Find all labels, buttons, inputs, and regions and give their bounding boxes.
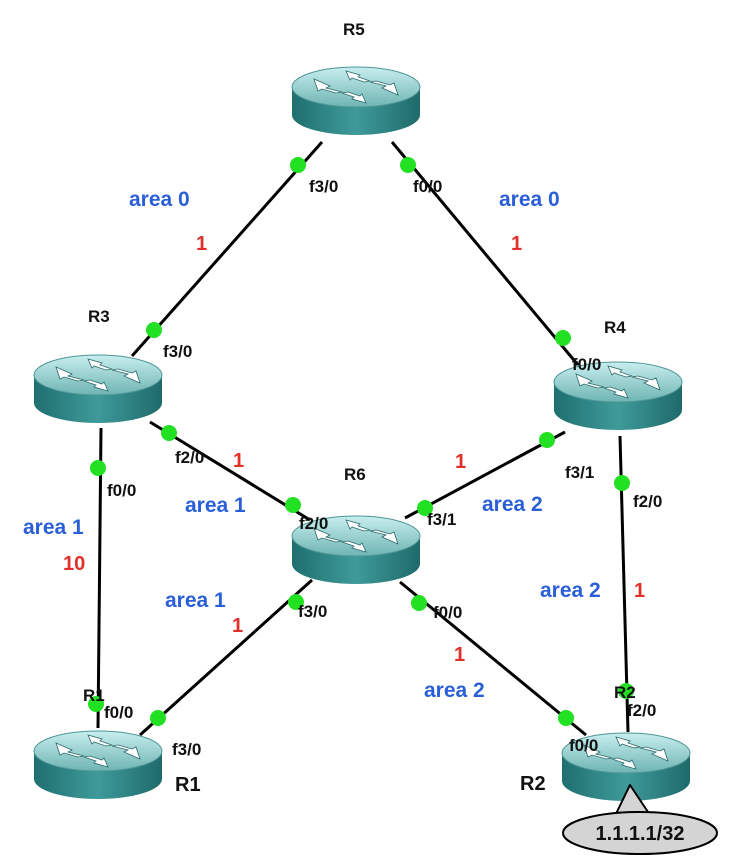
- iface-label-R2-f0-0: f0/0: [569, 736, 598, 755]
- endpoint-R4-f3-1: [539, 432, 555, 448]
- endpoint-R4-f0-0: [555, 330, 571, 346]
- cost-label-R5-R4: 1: [511, 233, 522, 255]
- endpoint-R2-f0-0: [558, 710, 574, 726]
- cost-label-R4-R2: 1: [634, 580, 645, 602]
- iface-label-R6-f0-0: f0/0: [433, 603, 462, 622]
- endpoint-R4-f2-0: [614, 475, 630, 491]
- endpoint-R5-f0-0: [400, 157, 416, 173]
- router-label-R2: R2: [520, 773, 546, 795]
- cost-label-R6-R1: 1: [232, 615, 243, 637]
- endpoint-R6-f3-0: [288, 594, 304, 610]
- endpoint-R5-f3-0: [290, 157, 306, 173]
- iface-label-R5-f3-0: f3/0: [309, 177, 338, 196]
- iface-label-R2-f2-0: f2/0: [627, 701, 656, 720]
- area-label-R3-R6: area 1: [185, 494, 246, 517]
- iface-label-R4-f3-1: f3/1: [565, 463, 594, 482]
- loopback-callout: 1.1.1.1/32: [562, 784, 718, 855]
- link-R5-R3: [130, 141, 324, 357]
- area-label-R6-R1: area 1: [165, 589, 226, 612]
- iface-label-R4-f0-0: f0/0: [572, 355, 601, 374]
- router-label-R3: R3: [88, 307, 110, 326]
- endpoint-R1-f0-0: [88, 696, 104, 712]
- router-label-R4: R4: [604, 318, 626, 337]
- area-label-R5-R3: area 0: [129, 188, 190, 211]
- iface-label-R1-f0-0: f0/0: [104, 703, 133, 722]
- area-label-R6-R2: area 2: [424, 679, 485, 702]
- router-label-R6: R6: [344, 465, 366, 484]
- link-R3-R1: [96, 427, 103, 729]
- area-label-R4-R6: area 2: [482, 493, 543, 516]
- cost-label-R3-R6: 1: [233, 450, 244, 472]
- loopback-label: 1.1.1.1/32: [596, 823, 685, 845]
- endpoint-R3-f3-0: [146, 322, 162, 338]
- router-R3[interactable]: [33, 354, 163, 424]
- router-label-R5: R5: [343, 20, 365, 39]
- iface-label-R3-f2-0: f2/0: [175, 448, 204, 467]
- iface-label-R3-f3-0: f3/0: [163, 342, 192, 361]
- endpoint-R3-f2-0: [161, 425, 177, 441]
- router-label-R1: R1: [175, 774, 201, 796]
- iface-label-R6-f3-0: f3/0: [298, 602, 327, 621]
- iface-label-R1-f3-0: f3/0: [172, 740, 201, 759]
- cost-label-R6-R2: 1: [454, 644, 465, 666]
- iface-label-R5-f0-0: f0/0: [413, 177, 442, 196]
- iface-label-R3-f0-0: f0/0: [107, 481, 136, 500]
- endpoint-R1-f3-0: [150, 710, 166, 726]
- endpoint-R6-f0-0: [411, 595, 427, 611]
- link-R3-R6: [149, 420, 311, 522]
- router-small-label-R1: R1: [83, 686, 105, 705]
- endpoint-R6-f2-0: [285, 497, 301, 513]
- router-R1[interactable]: [33, 730, 163, 800]
- area-label-R5-R4: area 0: [499, 188, 560, 211]
- link-R5-R4: [390, 141, 580, 366]
- iface-label-R4-f2-0: f2/0: [633, 492, 662, 511]
- endpoint-R2-f2-0: [618, 683, 634, 699]
- router-small-label-R2: R2: [614, 683, 636, 702]
- link-R6-R1: [138, 578, 314, 737]
- endpoint-R3-f0-0: [90, 460, 106, 476]
- router-R5[interactable]: [291, 66, 421, 136]
- iface-label-R6-f3-1: f3/1: [427, 510, 456, 529]
- cost-label-R4-R6: 1: [455, 451, 466, 473]
- endpoint-R6-f3-1: [417, 500, 433, 516]
- cost-label-R3-R1: 10: [63, 553, 85, 575]
- link-R6-R2: [399, 580, 587, 737]
- area-label-R3-R1: area 1: [23, 516, 84, 539]
- iface-label-R6-f2-0: f2/0: [299, 514, 328, 533]
- area-label-R4-R2: area 2: [540, 579, 601, 602]
- cost-label-R5-R3: 1: [196, 233, 207, 255]
